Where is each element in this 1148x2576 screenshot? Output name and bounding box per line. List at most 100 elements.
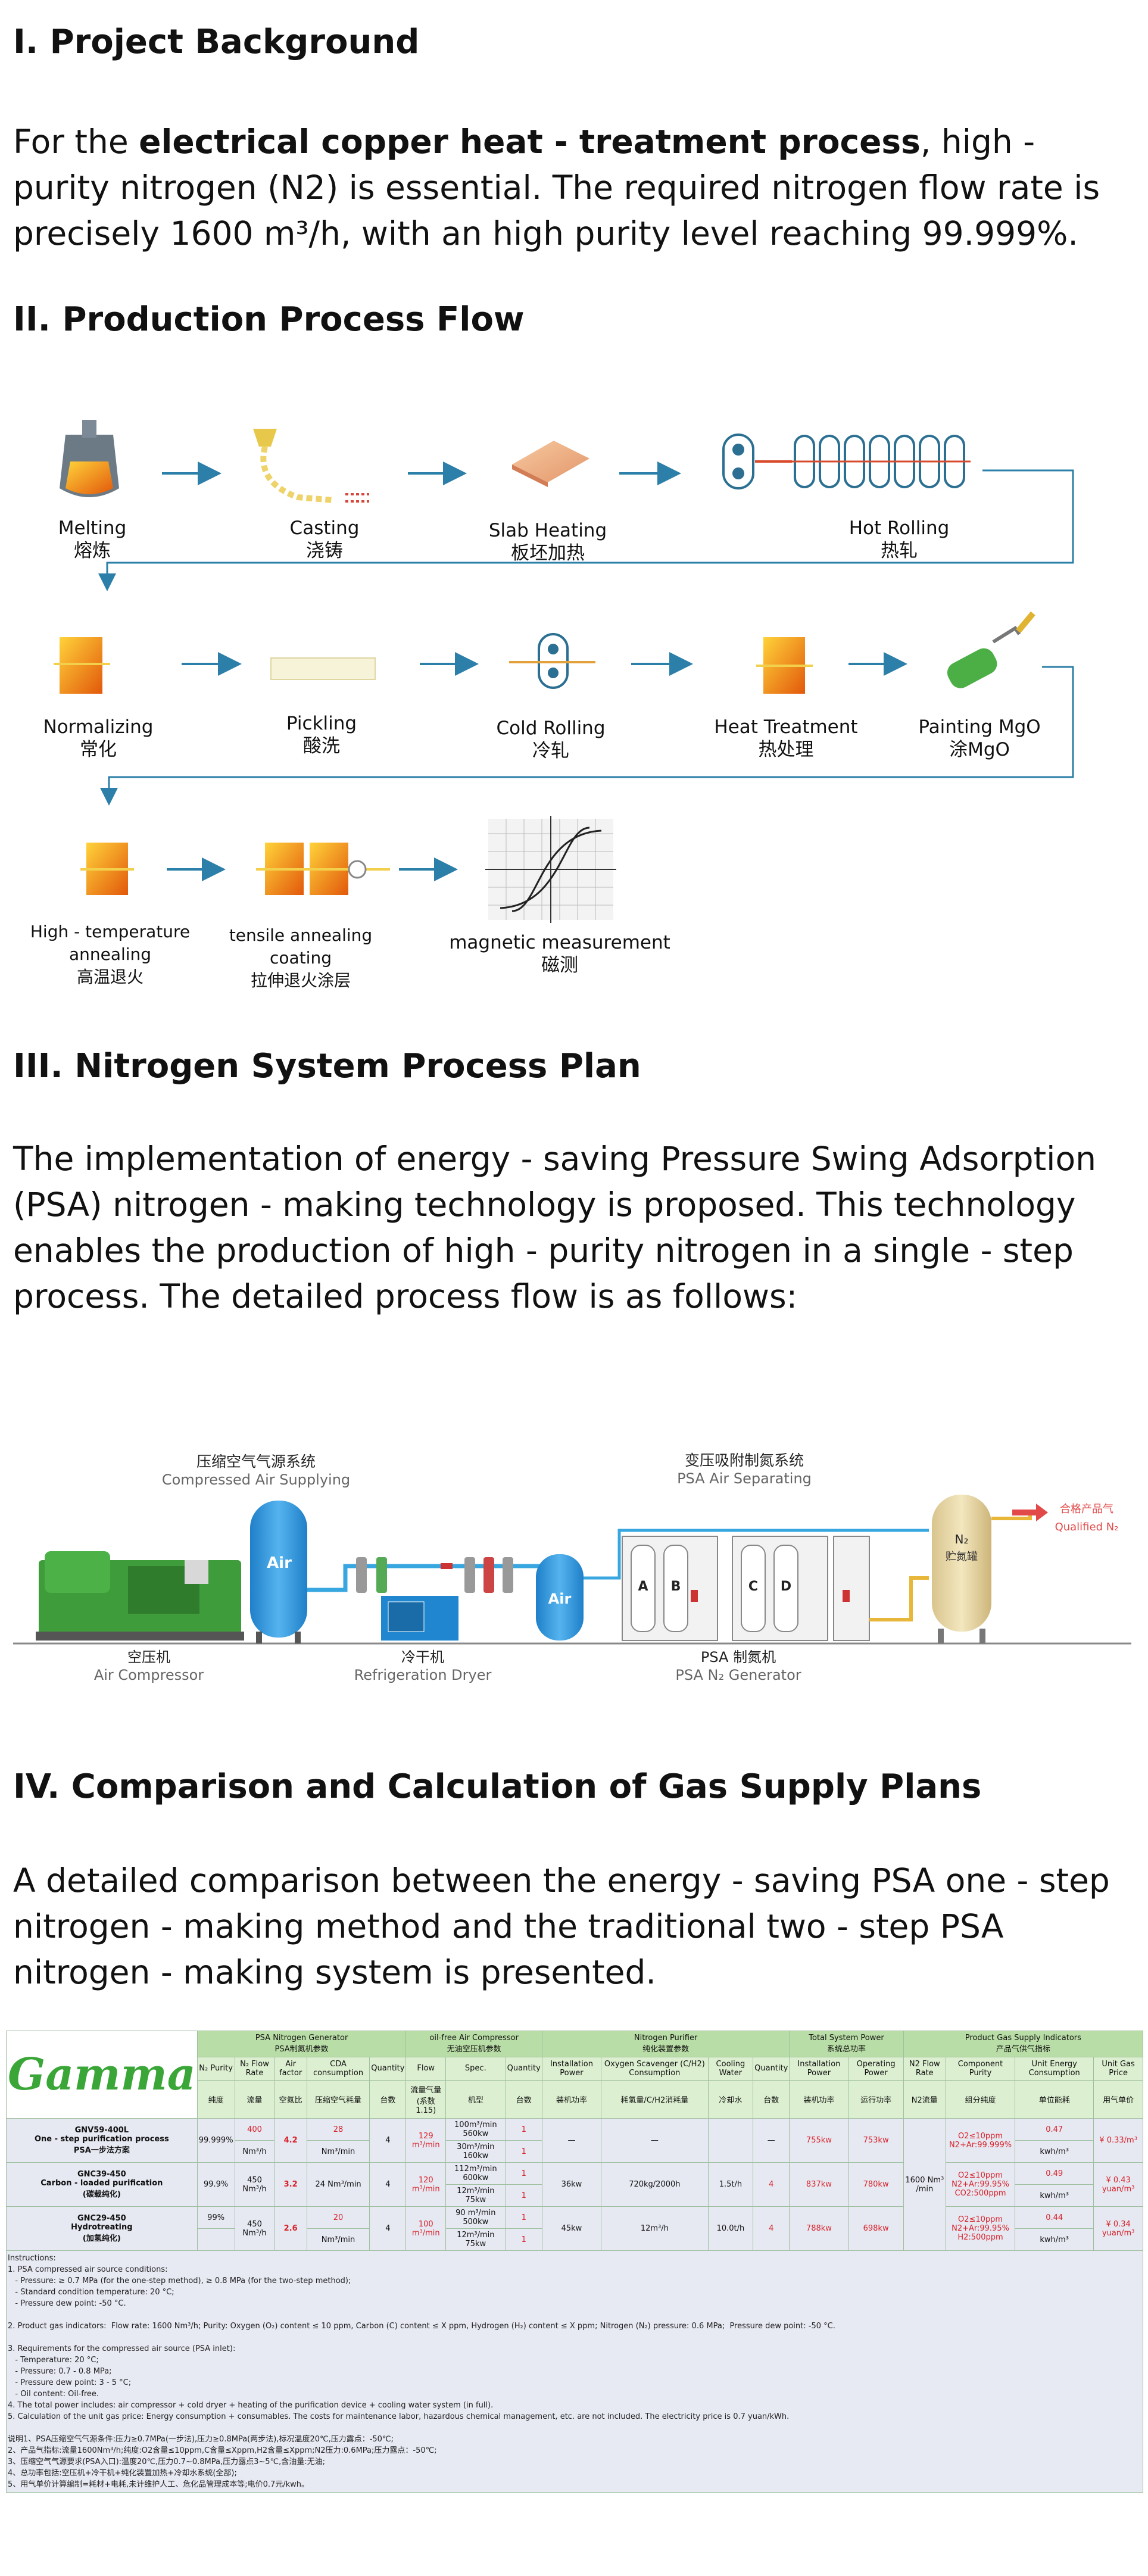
comparison-paragraph: A detailed comparison between the energy… (13, 1861, 1110, 1991)
thz-3: 压缩空气耗量 (306, 2080, 370, 2119)
cell-pur-cons: 720kg/2000h (601, 2162, 709, 2207)
thz-15: N2流量 (903, 2080, 946, 2119)
thz-14: 运行功率 (848, 2080, 904, 2119)
heat-treatment-icon (756, 637, 813, 694)
thz-10: 耗氢量/C/H2消耗量 (601, 2080, 709, 2119)
highlight-process: electrical copper heat - treatment proce… (139, 123, 921, 161)
cell-spec1-qty: 1 (505, 2206, 542, 2229)
section-title-comparison: IV. Comparison and Calculation of Gas Su… (13, 1767, 982, 1806)
cell-pur-power: — (541, 2118, 602, 2163)
cell-air-flow: 100 m³/min (405, 2206, 446, 2251)
th-pur-power: Installation Power (541, 2056, 602, 2081)
thz-2: 空氮比 (274, 2080, 307, 2119)
cell-cda-unit: Nm³/min (306, 2228, 370, 2251)
hot-rolling-icon (722, 434, 971, 489)
section-title-background: I. Project Background (13, 23, 420, 61)
cell-qty: 4 (369, 2118, 407, 2163)
th-flow: N₂ Flow Rate (234, 2056, 275, 2081)
thz-4: 台数 (369, 2080, 407, 2119)
th-pur-qty: Quantity (753, 2056, 790, 2081)
cell-energy-unit: kwh/m³ (1015, 2184, 1094, 2207)
air-tank-2-label: Air (548, 1590, 572, 1607)
cell-op-power: 780kw (848, 2162, 904, 2207)
air-compressor-icon (36, 1551, 244, 1641)
cell-spec2-qty: 1 (505, 2228, 542, 2251)
cell-inst-power: 837kw (789, 2162, 849, 2207)
cell-factor: 2.6 (274, 2206, 307, 2251)
cell-inst-power: 755kw (789, 2118, 849, 2163)
section-title-process-flow: II. Production Process Flow (13, 300, 525, 339)
cell-energy: 0.47 (1015, 2118, 1094, 2141)
cell-spec2: 12m³/min 75kw (445, 2228, 506, 2251)
th-air-flow: Flow (405, 2056, 446, 2081)
thz-13: 装机功率 (789, 2080, 849, 2119)
th-purity: N₂ Purity (196, 2056, 235, 2081)
thz-8: 台数 (505, 2080, 542, 2119)
tower-c-label: C (748, 1579, 759, 1594)
cell-cda: 24 Nm³/min (306, 2162, 370, 2207)
th-inst-power: Installation Power (789, 2056, 849, 2081)
air-tank-label: Air (267, 1554, 292, 1572)
thz-11: 冷却水 (707, 2080, 754, 2119)
tower-d-label: D (780, 1579, 792, 1594)
psa-generator-icon (584, 1529, 929, 1641)
cold-rolling-icon (509, 633, 595, 689)
th-op-power: Operating Power (848, 2056, 904, 2081)
logo-cell: Gamma (6, 2031, 198, 2119)
cell-spec2-qty: 1 (505, 2140, 542, 2163)
nitrogen-tank-icon (932, 1495, 1032, 1643)
th-air-qty: Quantity (505, 2056, 542, 2081)
cell-n2-flow-total: 1600 Nm³ /min (903, 2118, 946, 2251)
cell-spec1-qty: 1 (505, 2162, 542, 2185)
psa-diagram-graphic (13, 1495, 1131, 1645)
tower-a-label: A (638, 1579, 648, 1594)
thz-1: 流量 (234, 2080, 275, 2119)
cell-purity: 99.999% (196, 2118, 235, 2163)
cell-spec1: 90 m³/min 500kw (445, 2206, 506, 2229)
cell-price: ¥ 0.33/m³ (1093, 2118, 1143, 2163)
thz-16: 组分纯度 (945, 2080, 1016, 2119)
cell-spec2-qty: 1 (505, 2184, 542, 2207)
cell-air-flow: 120 m³/min (405, 2162, 446, 2207)
cell-energy: 0.44 (1015, 2206, 1094, 2229)
melting-icon (60, 420, 119, 497)
cell-spec1: 100m³/min 560kw (445, 2118, 506, 2141)
cell-purity: 99% (196, 2206, 235, 2229)
cell-air-flow: 129 m³/min (405, 2118, 446, 2163)
cell-purity: 99.9% (196, 2162, 235, 2207)
th-cda: CDA consumption (306, 2056, 370, 2081)
section-title-nitrogen-plan: III. Nitrogen System Process Plan (13, 1047, 641, 1086)
cell-pur-cons: 12m³/h (601, 2206, 709, 2251)
filter-icons (356, 1557, 513, 1593)
background-paragraph: For the electrical copper heat - treatme… (13, 123, 1100, 252)
thz-0: 纯度 (196, 2080, 235, 2119)
cell-qty: 4 (369, 2206, 407, 2251)
thz-7: 机型 (445, 2080, 506, 2119)
